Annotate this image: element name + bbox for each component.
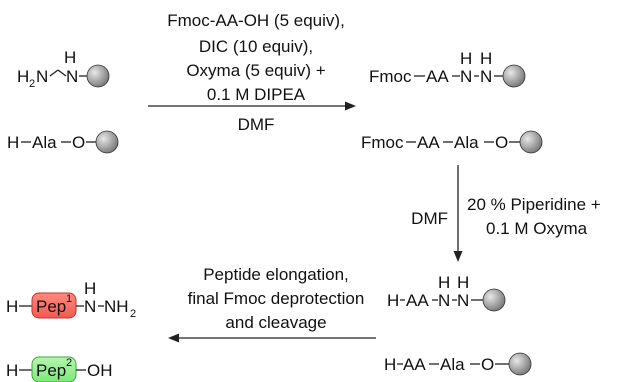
intermediate-fmoc-hydrazide: Fmoc AA N H N H (369, 49, 526, 88)
int2-ala: Ala (454, 133, 479, 152)
dep1-aa: AA (406, 291, 429, 310)
dep2-o: O (481, 355, 494, 374)
resin-bead-icon (95, 130, 119, 154)
int2-aa: AA (417, 133, 440, 152)
p2-oh: OH (87, 361, 113, 380)
int1-aa: AA (426, 67, 449, 86)
resin-bead-icon (519, 130, 543, 154)
hydrazine-sub2: 2 (29, 78, 35, 90)
arrowhead-icon (168, 333, 179, 343)
arrowhead-icon (345, 101, 356, 111)
resin-bead-icon (482, 288, 506, 312)
ala-h: H (7, 133, 19, 152)
resin-bead-icon (508, 352, 532, 376)
step1-reagent-1: Fmoc-AA-OH (5 equiv), (167, 11, 345, 30)
dep2-aa: AA (403, 355, 426, 374)
ala-label: Ala (32, 133, 57, 152)
ala-o: O (72, 133, 85, 152)
step1-reagent-2: DIC (10 equiv), (199, 37, 313, 56)
step2-reagent-2: 0.1 M Oxyma (486, 219, 588, 238)
p1-h: H (6, 297, 18, 316)
step1-conditions: Fmoc-AA-OH (5 equiv), DIC (10 equiv), Ox… (148, 11, 356, 134)
step3-conditions: Peptide elongation, final Fmoc deprotect… (168, 265, 376, 343)
bond (49, 69, 59, 77)
dep2-h: H (384, 355, 396, 374)
step1-reagent-3: Oxyma (5 equiv) + (186, 61, 325, 80)
int1-fmoc: Fmoc (369, 67, 412, 86)
int1-h2: H (480, 49, 492, 68)
dep1-n1: N (438, 291, 450, 310)
step3-condition-1: Peptide elongation, (203, 265, 349, 284)
reactant-ala-resin: H Ala O (7, 130, 119, 154)
dep1-h1: H (438, 273, 450, 292)
step1-reagent-4: 0.1 M DIPEA (207, 85, 306, 104)
step3-condition-2: final Fmoc deprotection (188, 289, 365, 308)
dep1-h: H (387, 291, 399, 310)
p1-h-top: H (84, 279, 96, 298)
intermediate-fmoc-ala: Fmoc AA Ala O (361, 130, 543, 154)
product-peptide-acid: H Pep 2 OH (6, 356, 113, 382)
hydrazine-n2: N (66, 67, 78, 86)
int2-fmoc: Fmoc (361, 133, 404, 152)
p1-pep: Pep (36, 297, 66, 316)
step3-condition-3: and cleavage (225, 313, 326, 332)
hydrazine-n1: N (36, 67, 48, 86)
deprotected-ala: H AA Ala O (384, 352, 532, 376)
dep1-n2: N (457, 291, 469, 310)
hydrazine-h-top: H (64, 48, 76, 67)
int2-o: O (495, 133, 508, 152)
reactant-hydrazine-resin: H 2 N N H (17, 48, 110, 90)
p1-nh: NH (104, 297, 129, 316)
p2-sup: 2 (66, 357, 72, 369)
hydrazine-h2: H (17, 67, 29, 86)
dep2-ala: Ala (440, 355, 465, 374)
product-peptide-hydrazide: H Pep 1 N H NH 2 (6, 279, 136, 320)
p2-pep: Pep (36, 361, 66, 380)
dep1-h2: H (457, 273, 469, 292)
bond (57, 69, 67, 77)
step2-reagent-1: 20 % Piperidine + (467, 195, 601, 214)
p2-h: H (6, 361, 18, 380)
step2-conditions: DMF 20 % Piperidine + 0.1 M Oxyma (411, 165, 601, 262)
p1-n: N (84, 297, 96, 316)
int1-n1: N (460, 67, 472, 86)
resin-bead-icon (86, 64, 110, 88)
step1-solvent: DMF (238, 115, 275, 134)
p1-sup: 1 (66, 293, 72, 305)
int1-n2: N (480, 67, 492, 86)
p1-sub: 2 (130, 308, 136, 320)
step2-solvent: DMF (411, 209, 448, 228)
deprotected-hydrazide: H AA N H N H (387, 273, 506, 312)
int1-h1: H (460, 49, 472, 68)
arrowhead-icon (453, 251, 463, 262)
resin-bead-icon (502, 64, 526, 88)
